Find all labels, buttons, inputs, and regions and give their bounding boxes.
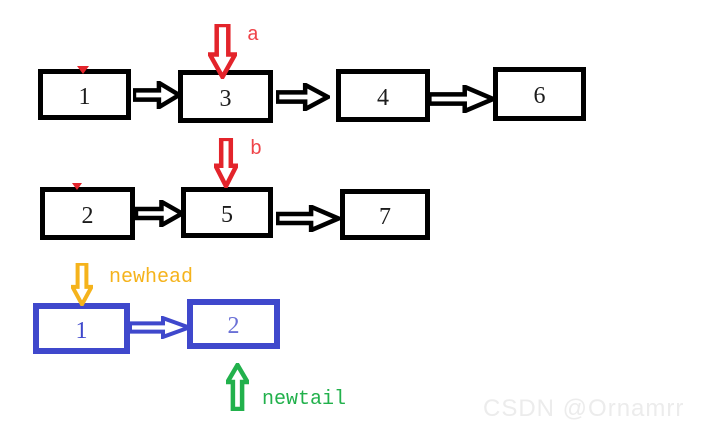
next-arrow-icon [276,83,330,111]
merged-node-2: 2 [187,299,280,349]
pointer-b-arrow-icon [214,138,238,188]
newhead-label: newhead [109,266,194,289]
list-a-node-4: 4 [336,69,430,122]
newtail-label: newtail [262,388,347,411]
list-b-node-2: 2 [40,187,135,240]
next-arrow-icon [276,205,341,232]
next-arrow-icon [133,81,181,109]
list-b-node-7: 7 [340,189,430,240]
list-a-node-6: 6 [493,67,586,121]
newhead-arrow-icon [71,263,93,306]
newtail-arrow-icon [226,363,249,411]
merged-node-1: 1 [33,303,130,354]
red-arrow-tip-icon [77,66,89,74]
next-arrow-icon [135,200,184,227]
pointer-a-arrow-icon [208,24,237,79]
red-arrow-tip-icon [72,183,82,190]
pointer-b-label: b [250,138,263,161]
next-arrow-icon [428,85,496,113]
watermark: CSDN @Ornamrr [483,395,685,422]
list-b-node-5: 5 [181,187,273,238]
list-a-node-1: 1 [38,69,131,120]
pointer-a-label: a [247,24,260,47]
merged-next-arrow-icon [129,316,191,339]
